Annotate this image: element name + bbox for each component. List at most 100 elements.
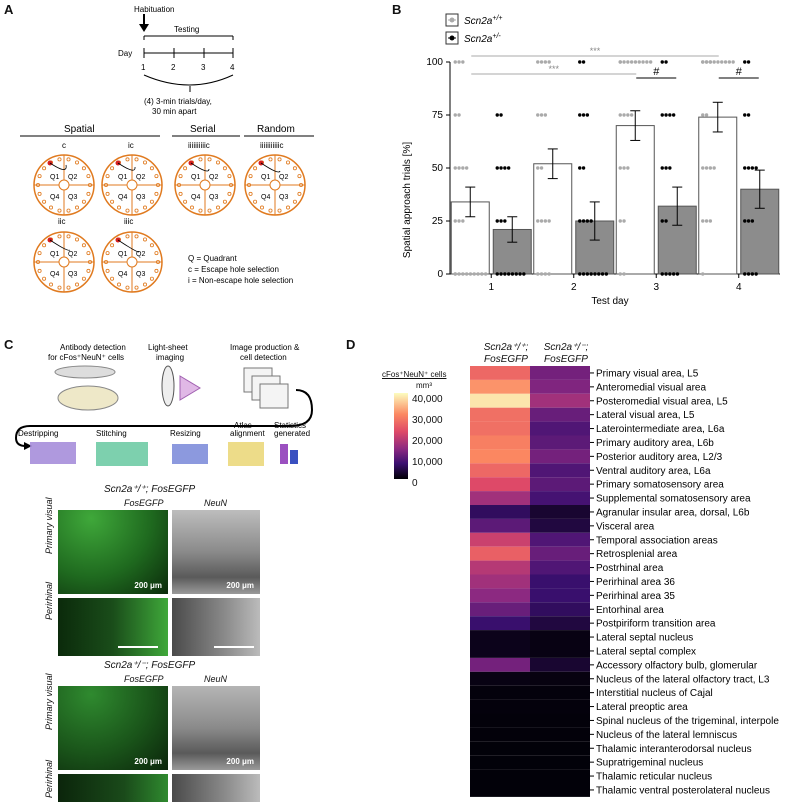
quadrant-label: Q4 [261,194,270,201]
maze-center [58,256,70,268]
data-point [604,272,609,276]
data-point [539,113,544,117]
stats-bar-1 [280,444,288,464]
cbar-tick-20000: 20,000 [412,436,443,447]
data-point [543,272,548,276]
data-point [664,166,668,170]
maze-hole [134,285,139,290]
data-point [578,60,582,64]
data-point [668,166,672,170]
quadrant-label: Q4 [118,194,127,201]
data-point [750,166,755,170]
region-label: Spinal nucleus of the trigeminal, interp… [596,716,779,727]
data-point [543,113,548,117]
data-point [495,219,499,223]
region-label: Lateral septal nucleus [596,633,693,644]
sig-label: *** [590,46,601,56]
data-point [629,113,634,117]
heatmap-cell-wt [470,755,530,770]
maze-center [269,179,281,191]
panel-label-c: C [4,337,14,352]
quadrant-label: Q3 [136,271,145,278]
data-point [499,166,503,170]
region-label: Posteromedial visual area, L5 [596,396,728,407]
quadrant-label: Q4 [50,194,59,201]
mouse-path [190,162,210,172]
data-point [626,60,630,64]
maze-hole [248,174,253,179]
data-point [453,166,457,170]
heatmap-cell-wt [470,435,530,450]
region-label: Temporal association areas [596,535,718,546]
data-point [547,60,551,64]
heatmap-col-het: Scn2a⁺/⁻; FosEGFP [538,342,594,366]
legend-quadrant: Q = Quadrant [188,254,237,263]
maze-hole [207,157,212,162]
heatmap-cell-het [530,783,590,797]
bar-wt-day-4 [698,116,738,275]
legend-label-wt: Scn2a+/+ [464,15,502,27]
step-antibody-1: Antibody detection [60,343,126,352]
maze-hole [86,191,91,196]
colorbar-unit: mm³ [416,381,432,390]
data-point [581,272,586,276]
region-label: Perirhinal area 36 [596,577,675,588]
maze-hole [149,276,154,281]
heatmap-cell-het [530,491,590,505]
legend-escape: c = Escape hole selection [188,265,279,274]
maze-hole [178,174,183,179]
data-point [453,60,457,64]
data-point [743,219,747,223]
data-point [720,60,724,64]
quadrant-label: Q3 [209,194,218,201]
micrograph-fos-perirhinal-wt [58,598,168,656]
row-perirhinal-2: Perirhinal [44,759,54,798]
maze-hole [142,160,147,165]
data-point [581,60,586,64]
maze-hole [189,205,194,210]
maze-hole [66,234,71,239]
col-wt-genotype: Scn2a⁺/⁺; [483,342,529,353]
quadrant-label: Q1 [118,251,127,258]
data-point [522,272,526,276]
trials-note-1: (4) 3-min trials/day, [144,97,212,106]
row-perirhinal-1: Perirhinal [44,581,54,620]
quadrant-label: Q1 [50,251,59,258]
mouse-path [117,162,136,171]
maze-label-random: iiiiiiiiiiic [260,141,284,150]
heatmap-cell-wt [470,741,530,756]
data-point [472,272,476,276]
step-destripping: Destripping [18,429,58,438]
data-point [543,60,548,64]
maze-hole [75,160,80,165]
habituation-arrow-head [139,24,149,32]
maze-hole [110,199,115,204]
data-point [622,166,626,170]
cbar-tick-30000: 30,000 [412,415,443,426]
data-point [461,272,465,276]
mouse-path [49,239,71,251]
col-fos-2: FosEGFP [124,674,164,684]
panel-c-pipeline: Antibody detection for cFos⁺NeuN⁺ cells … [14,343,314,466]
heatmap-cell-het [530,435,590,450]
data-point [461,166,465,170]
maze-hole [57,157,62,162]
maze-hole [268,157,273,162]
panel-label-b: B [392,2,402,17]
heatmap-cell-wt [470,657,530,672]
quadrant-label: Q4 [191,194,200,201]
heatmap-cell-het [530,379,590,394]
data-point [645,60,649,64]
heatmap-cell-wt [470,769,530,783]
maze-hole [253,166,258,171]
maze-hole [285,160,290,165]
region-label: Visceral area [596,521,655,532]
data-point [754,272,758,276]
data-point [578,166,582,170]
heatmap-cell-het [530,449,590,464]
data-point [503,166,507,170]
data-point [671,113,676,117]
data-point [668,272,672,276]
region-label: Accessory olfactory bulb, glomerular [596,660,758,671]
